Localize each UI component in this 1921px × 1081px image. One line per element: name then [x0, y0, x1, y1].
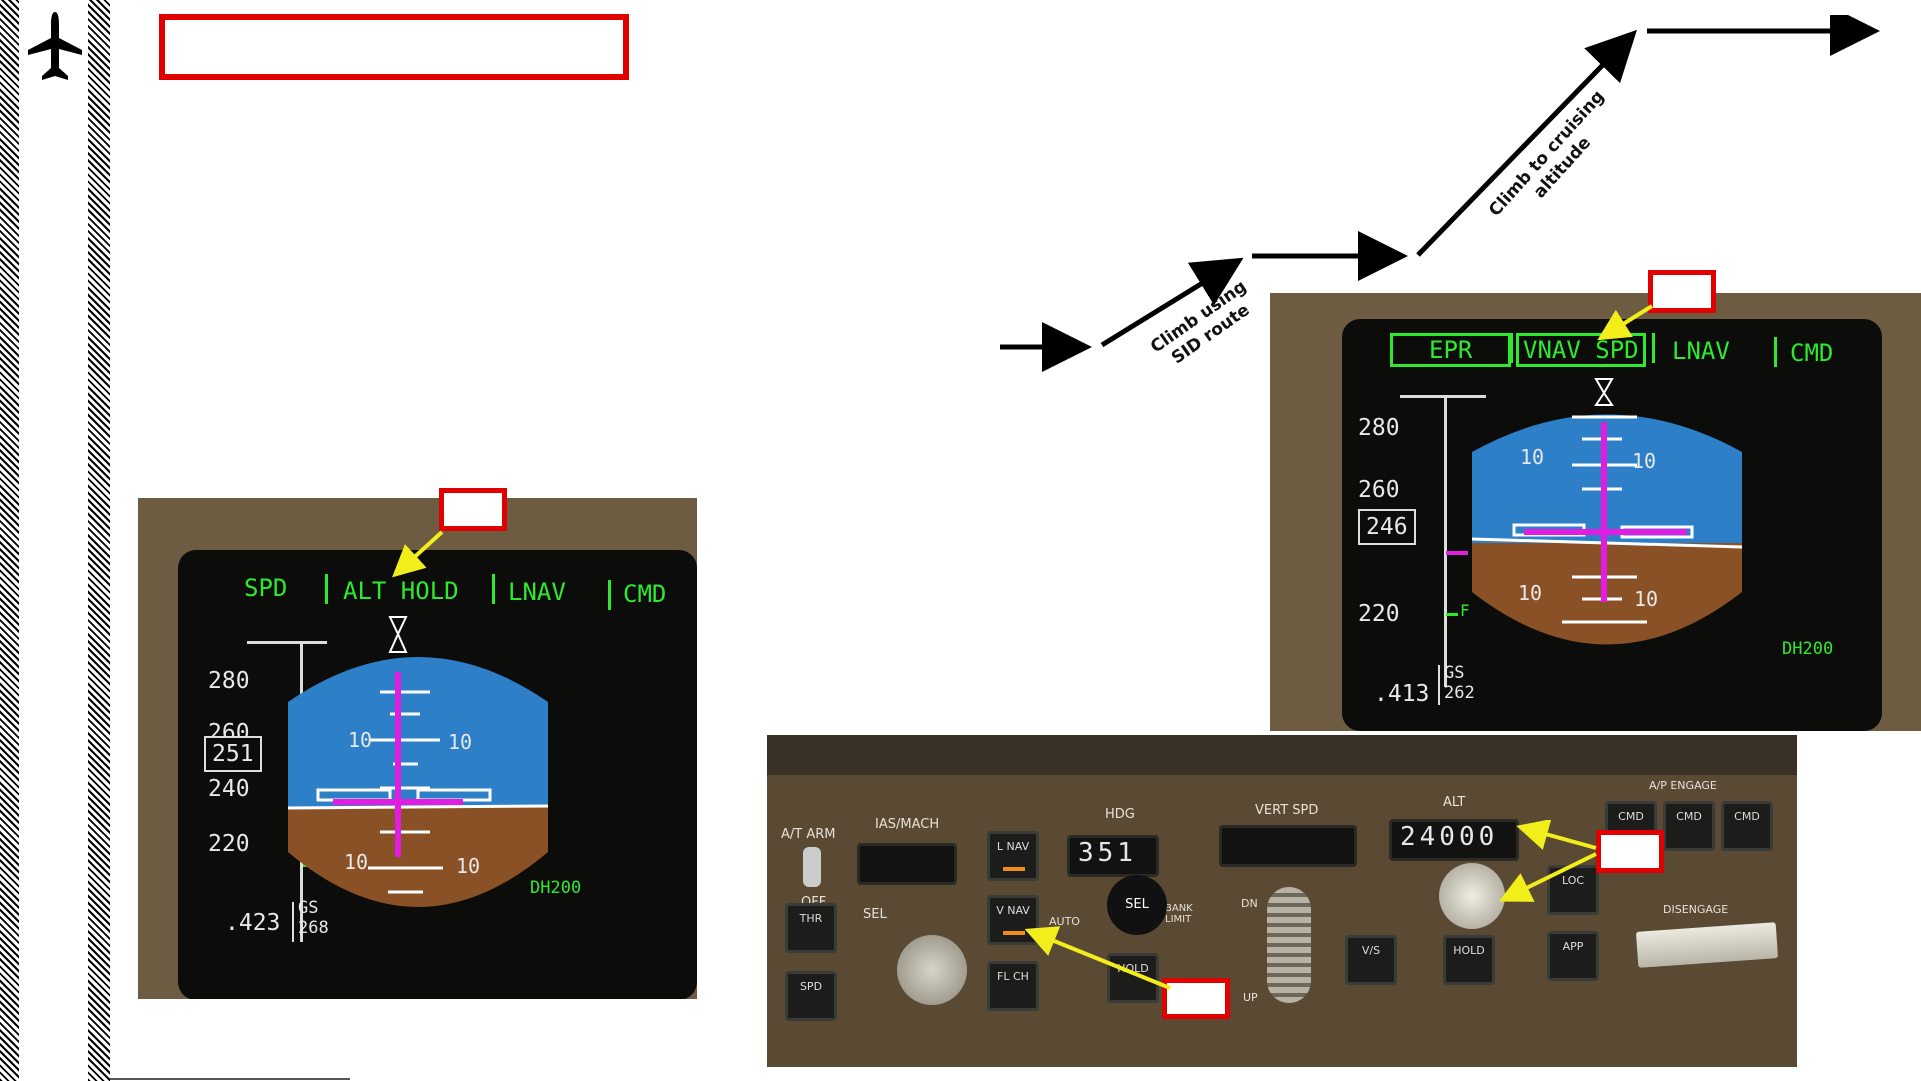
pitch-10-upper-right: 10: [448, 730, 473, 754]
vert-spd-label: VERT SPD: [1255, 803, 1319, 818]
vert-spd-window: [1219, 825, 1357, 867]
mode-control-panel: A/T ARM OFF THR SPD IAS/MACH SEL L NAV V…: [767, 735, 1797, 1067]
at-arm-switch[interactable]: [803, 847, 821, 887]
fma-ap-status: CMD: [623, 580, 667, 608]
fma-roll: LNAV: [508, 578, 566, 606]
auto-label: AUTO: [1049, 915, 1080, 928]
flch-button[interactable]: FL CH: [987, 961, 1039, 1011]
speed-240: 240: [208, 776, 250, 802]
pfd-left-screen: SPD ALT HOLD LNAV CMD 280 260 240 220 25…: [178, 550, 697, 999]
vert-spd-wheel[interactable]: [1267, 887, 1311, 1003]
sel-label: SEL: [863, 907, 887, 922]
decision-height: DH200: [530, 878, 582, 898]
speed-260-right: 260: [1358, 477, 1400, 503]
speed-280: 280: [208, 668, 250, 694]
ias-mach-label: IAS/MACH: [875, 817, 940, 832]
fma-pitch: ALT HOLD: [343, 577, 459, 605]
speed-280-right: 280: [1358, 415, 1400, 441]
pitch-10-lower-right-right: 10: [1634, 587, 1659, 611]
flap-mark-right: F: [1460, 601, 1470, 620]
alt-hold-button[interactable]: HOLD: [1443, 935, 1495, 985]
hdg-sel-knob[interactable]: SEL: [1107, 875, 1167, 935]
attitude-indicator: [288, 612, 548, 932]
callout-box-alt-hold: [439, 488, 507, 531]
bottom-rule: [110, 1078, 350, 1080]
callout-box-altitude: [1596, 830, 1664, 873]
pfd-right-screen: EPR VNAV SPD LNAV CMD 280 260 220 246 F …: [1342, 319, 1882, 731]
up-label: UP: [1243, 991, 1258, 1004]
yellow-arrows-mcp: [1024, 820, 1597, 990]
at-arm-label: A/T ARM: [781, 827, 836, 842]
disengage-label: DISENGAGE: [1663, 903, 1729, 916]
pitch-10-upper-left-right: 10: [1520, 445, 1545, 469]
dn-label: DN: [1241, 897, 1258, 910]
thr-button[interactable]: THR: [785, 903, 837, 953]
mach-readout-right: .413: [1374, 681, 1430, 707]
alt-knob[interactable]: [1439, 863, 1505, 929]
disengage-bar[interactable]: [1635, 922, 1779, 968]
pitch-10-lower-left-right: 10: [1518, 581, 1543, 605]
airplane-icon: [26, 10, 84, 86]
pitch-10-lower-right: 10: [456, 854, 481, 878]
speed-220: 220: [208, 831, 250, 857]
alt-label: ALT: [1443, 795, 1466, 810]
attitude-indicator-right: [1472, 377, 1742, 677]
yellow-arrow-vnav-spd: [1597, 304, 1654, 341]
pitch-10-lower-left: 10: [344, 850, 369, 874]
gs-value: 268: [298, 918, 329, 938]
bank-limit-label: BANK LIMIT: [1165, 903, 1193, 925]
right-hatched-rail: [88, 0, 110, 1081]
alt-window: 24000: [1389, 819, 1519, 861]
profile-segment-sid-climb: [1100, 257, 1244, 348]
pitch-10-upper-right-right: 10: [1632, 449, 1657, 473]
title-callout-box: [159, 14, 629, 80]
left-hatched-rail: [0, 0, 19, 1081]
cmd-c-button[interactable]: CMD: [1663, 801, 1715, 851]
spd-button[interactable]: SPD: [785, 971, 837, 1021]
gs-value-right: 262: [1444, 683, 1475, 703]
yellow-arrow-alt-hold: [392, 530, 444, 578]
mach-readout: .423: [225, 910, 281, 936]
pfd-right-photo: EPR VNAV SPD LNAV CMD 280 260 220 246 F …: [1270, 293, 1921, 731]
decision-height-right: DH200: [1782, 639, 1834, 659]
fma-pitch-right: VNAV SPD: [1516, 333, 1646, 367]
vnav-button[interactable]: V NAV: [987, 895, 1039, 945]
pfd-left-photo: SPD ALT HOLD LNAV CMD 280 260 240 220 25…: [138, 498, 697, 999]
callout-box-vnav-spd: [1648, 270, 1716, 313]
speed-readout-box: 251: [204, 736, 262, 772]
speed-220-right: 220: [1358, 601, 1400, 627]
hdg-window: 351: [1067, 835, 1159, 877]
gs-label: GS: [298, 898, 319, 918]
profile-segment-cruise-climb: [1416, 29, 1637, 257]
cmd-r-button[interactable]: CMD: [1721, 801, 1773, 851]
ias-mach-window: [857, 843, 957, 885]
fma-roll-right: LNAV: [1672, 337, 1730, 365]
app-button[interactable]: APP: [1547, 931, 1599, 981]
pitch-10-upper-left: 10: [348, 728, 373, 752]
ias-mach-knob[interactable]: [897, 935, 967, 1005]
fma-autothrottle-right: EPR: [1390, 333, 1512, 367]
flight-profile-diagram: [1000, 15, 1880, 372]
speed-readout-box-right: 246: [1358, 509, 1416, 545]
fma-ap-status-right: CMD: [1790, 339, 1834, 367]
fma-autothrottle: SPD: [244, 574, 288, 602]
vs-button[interactable]: V/S: [1345, 935, 1397, 985]
ap-engage-label: A/P ENGAGE: [1649, 779, 1717, 792]
gs-label-right: GS: [1444, 663, 1465, 683]
lnav-button[interactable]: L NAV: [987, 831, 1039, 881]
hdg-label: HDG: [1105, 807, 1135, 822]
callout-box-vnav-button: [1162, 978, 1230, 1019]
